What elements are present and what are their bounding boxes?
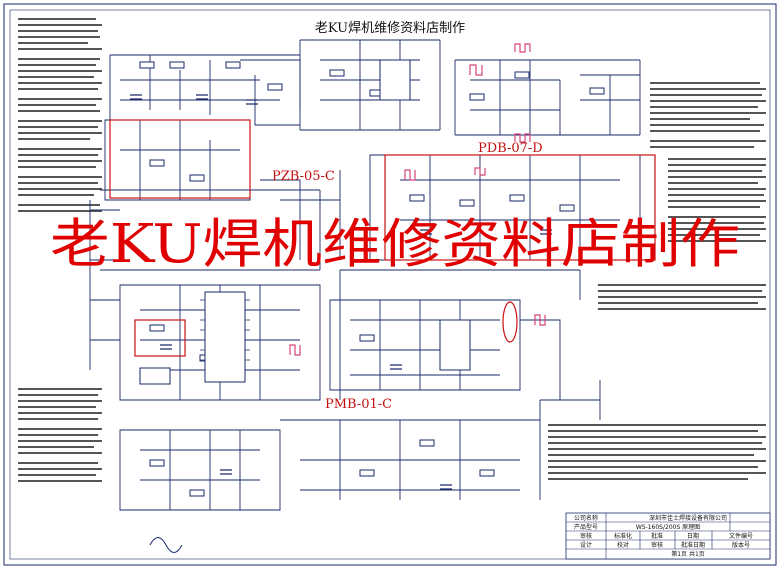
inner-border	[9, 9, 771, 560]
capacitors	[130, 94, 552, 490]
title-block-r4c4: 批准日期	[681, 541, 705, 549]
red-boxes	[109, 119, 656, 357]
title-block: 公司名称 深圳市佳士焊接设备有限公司 产品型号 WS-160S/200S 原理图…	[565, 512, 771, 560]
title-block-company-label: 公司名称	[574, 514, 598, 522]
title-block-r4c3: 审核	[651, 541, 663, 549]
sine-wave-symbol	[149, 537, 183, 553]
board-label-pzb: PZB-05-C	[272, 169, 335, 184]
left-notes	[18, 18, 102, 482]
title-block-r4c2: 校对	[617, 541, 629, 549]
title-block-r4c1: 设计	[580, 541, 592, 549]
chip-pins	[200, 299, 250, 371]
title-block-r3c5: 文件编号	[729, 532, 753, 540]
sheet-title: 老KU焊机维修资料店制作	[315, 20, 465, 36]
title-block-r3c4: 日期	[687, 532, 699, 540]
title-block-r3c3: 批准	[651, 532, 663, 540]
title-block-r3c2: 标准化	[614, 532, 632, 540]
waveform-markers	[289, 43, 546, 356]
board-label-pdb: PDB-07-D	[478, 141, 543, 156]
wires	[89, 39, 641, 511]
sheet-border	[3, 3, 777, 566]
title-block-r3c1: 审核	[580, 532, 592, 540]
components	[139, 59, 605, 497]
watermark-text: 老KU焊机维修资料店制作	[50, 214, 740, 275]
title-block-page: 第1页 共1页	[671, 550, 705, 558]
title-block-company: 深圳市佳士焊接设备有限公司	[649, 514, 727, 522]
title-block-model-label: 产品型号	[574, 523, 598, 531]
right-notes	[548, 82, 766, 480]
board-label-pmb: PMB-01-C	[325, 397, 392, 412]
title-block-model: WS-160S/200S 原理图	[636, 524, 700, 531]
title-block-r4c5: 版本号	[732, 541, 750, 549]
